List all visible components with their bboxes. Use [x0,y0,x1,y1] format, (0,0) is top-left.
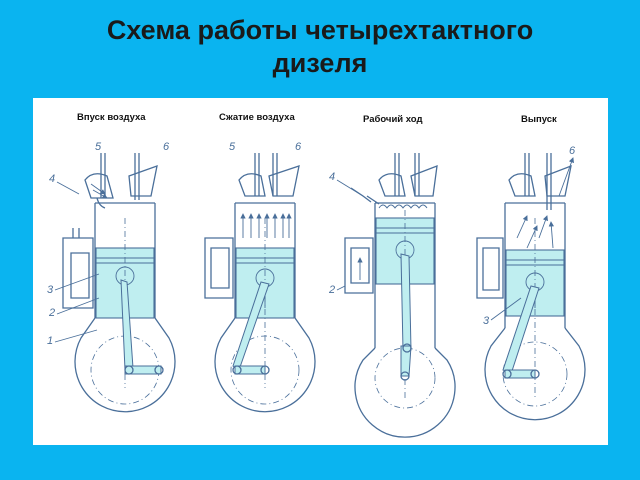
ports-4 [508,164,572,197]
slide-title-line-2: дизеля [272,48,368,78]
stage-intake: Впуск воздуха 5 6 4 3 2 1 [47,112,176,413]
stage-label-compression: Сжатие воздуха [219,112,295,123]
part-number-4: 4 [49,173,55,185]
cylinder-1 [94,202,156,318]
crankcase-2 [214,317,316,413]
cylinder-4 [504,202,566,328]
exhaust-valve-1 [134,153,140,200]
engine-cycle-diagram: Впуск воздуха 5 6 4 3 2 1 [47,112,586,438]
stage-compression: Сжатие воздуха 5 6 [204,112,316,413]
fuel-pump-2 [204,237,234,299]
cylinder-2 [234,202,296,318]
stage-power: Рабочий ход 4 2 [328,114,456,438]
combustion-3 [378,204,428,209]
ports-2 [238,165,300,197]
injector-3 [350,187,380,205]
crankcase-1 [74,317,176,413]
part-number-1: 1 [47,335,53,347]
stage-label-power: Рабочий ход [363,114,423,125]
slide-title-line-1: Схема работы четырехтактного [106,15,534,45]
slide-title: Схема работы четырехтактного дизеля [0,14,640,80]
fuel-pump-4 [476,237,504,299]
conrod-3 [400,253,412,351]
part-number-3: 3 [47,284,54,296]
crankcase-4 [484,327,586,421]
part-number-2: 2 [48,307,55,319]
part-number-5: 5 [95,141,102,153]
intake-valve-1 [96,153,106,209]
fuel-pump-1 [62,228,94,309]
part-number-6-stage2: 6 [295,141,302,153]
crankcase-3 [354,347,456,438]
valves-4 [524,153,552,210]
part-number-2-stage3: 2 [328,284,335,296]
stage-label-intake: Впуск воздуха [77,112,146,123]
part-number-3-stage4: 3 [483,315,490,327]
fuel-pump-3 [344,237,374,294]
ports-3 [378,165,438,197]
ports-1 [84,165,158,199]
diagram-panel: Впуск воздуха 5 6 4 3 2 1 [33,98,608,445]
part-number-6: 6 [163,141,170,153]
stage-label-exhaust: Выпуск [521,114,557,125]
stage-exhaust: Выпуск 6 3 [476,114,586,421]
part-number-4-stage3: 4 [329,171,335,183]
part-number-5-stage2: 5 [229,141,236,153]
part-number-6-stage4: 6 [569,145,576,157]
cylinder-3 [374,202,436,348]
